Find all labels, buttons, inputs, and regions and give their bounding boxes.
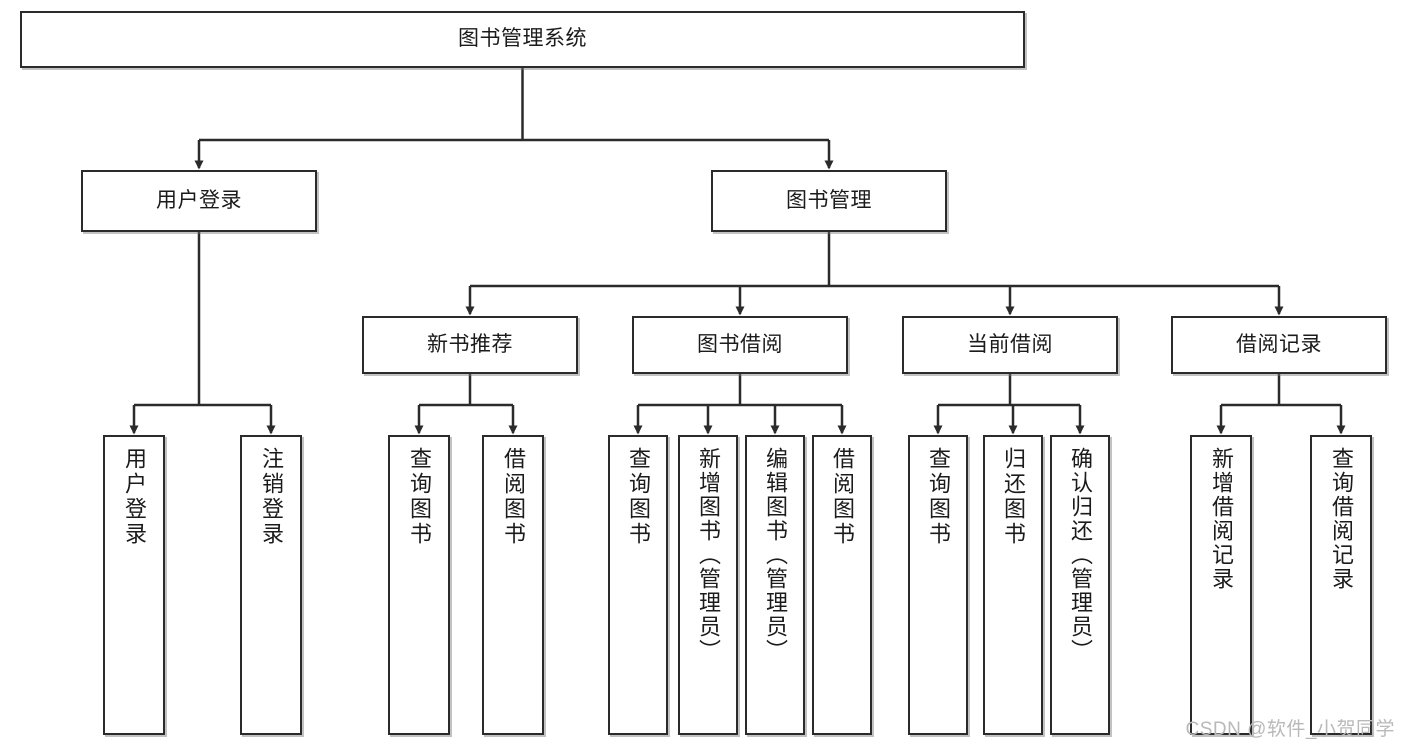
node-root[interactable]: 图书管理系统	[20, 11, 1025, 68]
node-label: 注销登录	[259, 447, 284, 547]
node-leaf-user-logout[interactable]: 注销登录	[240, 435, 302, 735]
node-label: 图书管理	[786, 188, 872, 212]
node-label: 确认归还（管理员）	[1068, 447, 1093, 663]
node-leaf-cur-query[interactable]: 查询图书	[908, 435, 968, 735]
node-leaf-nb-query[interactable]: 查询图书	[388, 435, 450, 735]
node-label: 归还图书	[1001, 447, 1026, 547]
connector-bus	[1221, 374, 1341, 407]
connector-bus	[470, 232, 1279, 288]
node-label: 查询图书	[926, 447, 951, 547]
node-leaf-bb-add[interactable]: 新增图书（管理员）	[678, 435, 738, 735]
node-label: 用户登录	[122, 447, 147, 547]
connector-bus	[638, 374, 842, 407]
node-leaf-rec-add[interactable]: 新增借阅记录	[1190, 435, 1252, 735]
node-leaf-rec-query[interactable]: 查询借阅记录	[1310, 435, 1372, 735]
connector-bus	[134, 232, 271, 407]
node-leaf-bb-borrow[interactable]: 借阅图书	[812, 435, 872, 735]
node-label: 图书借阅	[697, 332, 783, 356]
node-label: 查询借阅记录	[1329, 447, 1354, 591]
node-leaf-user-login[interactable]: 用户登录	[103, 435, 165, 735]
node-label: 查询图书	[407, 447, 432, 547]
watermark-text: CSDN @软件_小贺同学	[1185, 719, 1395, 740]
node-label: 编辑图书（管理员）	[763, 447, 788, 663]
node-leaf-cur-confirm[interactable]: 确认归还（管理员）	[1050, 435, 1110, 735]
node-label: 借阅记录	[1236, 332, 1322, 356]
node-l3-records[interactable]: 借阅记录	[1171, 316, 1387, 374]
node-leaf-nb-borrow[interactable]: 借阅图书	[482, 435, 544, 735]
connector-bus	[419, 374, 513, 407]
node-l3-current[interactable]: 当前借阅	[902, 316, 1118, 374]
node-label: 借阅图书	[830, 447, 855, 547]
node-label: 新书推荐	[427, 332, 513, 356]
node-leaf-bb-edit[interactable]: 编辑图书（管理员）	[745, 435, 805, 735]
node-label: 用户登录	[156, 188, 242, 212]
node-l3-new-book[interactable]: 新书推荐	[362, 316, 578, 374]
node-l2-book-manage[interactable]: 图书管理	[711, 170, 947, 232]
node-label: 查询图书	[626, 447, 651, 547]
node-leaf-cur-return[interactable]: 归还图书	[983, 435, 1043, 735]
connector-bus	[938, 374, 1080, 407]
node-label: 借阅图书	[501, 447, 526, 547]
node-label: 新增图书（管理员）	[696, 447, 721, 663]
node-label: 当前借阅	[967, 332, 1053, 356]
node-l2-user-login[interactable]: 用户登录	[81, 170, 317, 232]
node-label: 图书管理系统	[458, 27, 587, 51]
node-leaf-bb-query[interactable]: 查询图书	[608, 435, 668, 735]
node-label: 新增借阅记录	[1209, 447, 1234, 591]
connector-bus	[199, 68, 829, 142]
node-l3-borrow[interactable]: 图书借阅	[632, 316, 848, 374]
